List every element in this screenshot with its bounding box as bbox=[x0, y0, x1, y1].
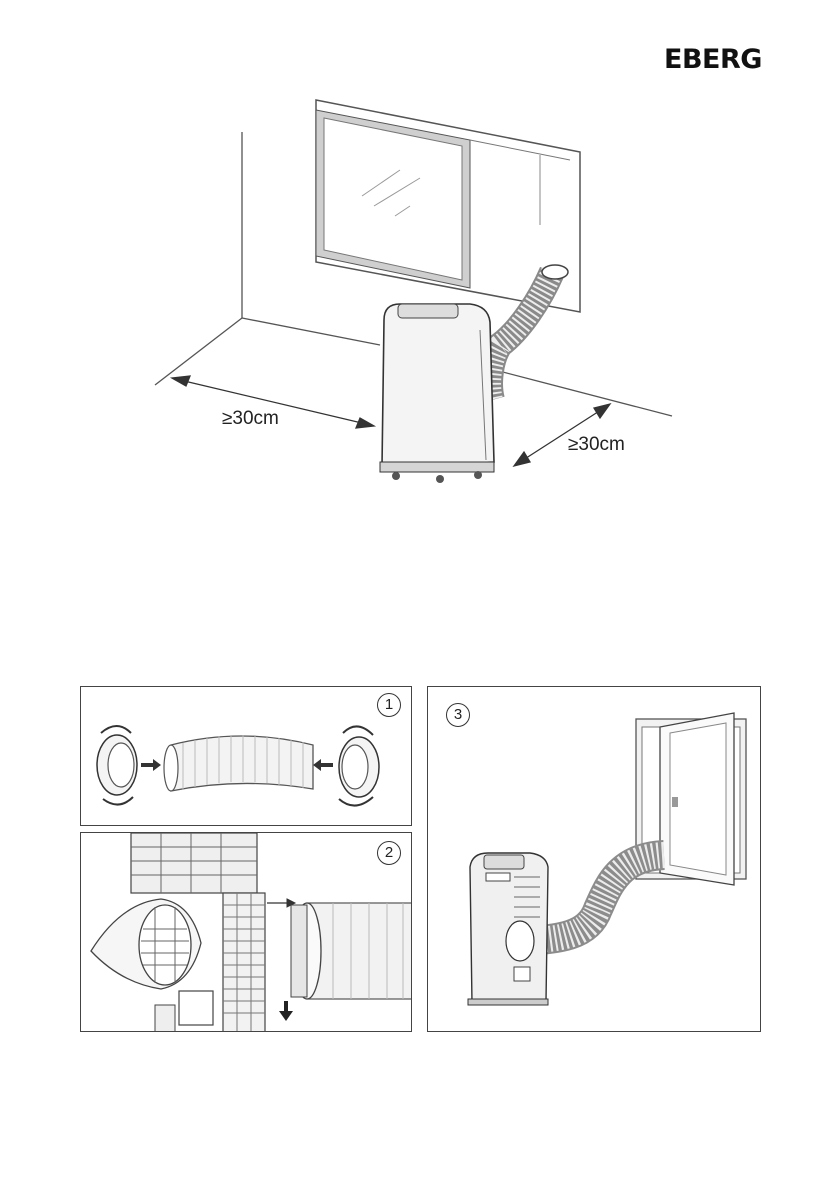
clearance-label-right: ≥30cm bbox=[568, 434, 625, 456]
air-conditioner-unit bbox=[380, 304, 494, 483]
down-arrow-icon bbox=[279, 1001, 293, 1021]
step-3-panel: 3 bbox=[427, 686, 761, 1032]
floor-left-line bbox=[155, 318, 242, 385]
step-1-panel: 1 bbox=[80, 686, 412, 826]
floor-back-line-right bbox=[495, 370, 672, 416]
left-adapter-ring bbox=[97, 735, 137, 795]
hose-attach-illustration bbox=[81, 833, 412, 1032]
step-number-1: 1 bbox=[377, 693, 401, 717]
unit-to-window-illustration bbox=[428, 687, 761, 1032]
hose-adapter-assembly-illustration bbox=[81, 687, 412, 826]
step-number-3: 3 bbox=[446, 703, 470, 727]
floor-back-line bbox=[242, 318, 380, 345]
step-2-panel: 2 bbox=[80, 832, 412, 1032]
exhaust-outlet bbox=[91, 899, 201, 989]
right-adapter-ring bbox=[339, 737, 379, 797]
step-number-2: 2 bbox=[377, 841, 401, 865]
hose-with-adapter bbox=[291, 903, 412, 999]
clearance-label-left: ≥30cm bbox=[222, 408, 279, 430]
hose-segment bbox=[164, 735, 313, 791]
installation-clearance-figure bbox=[0, 0, 840, 500]
air-conditioner-unit-3 bbox=[468, 853, 548, 1005]
